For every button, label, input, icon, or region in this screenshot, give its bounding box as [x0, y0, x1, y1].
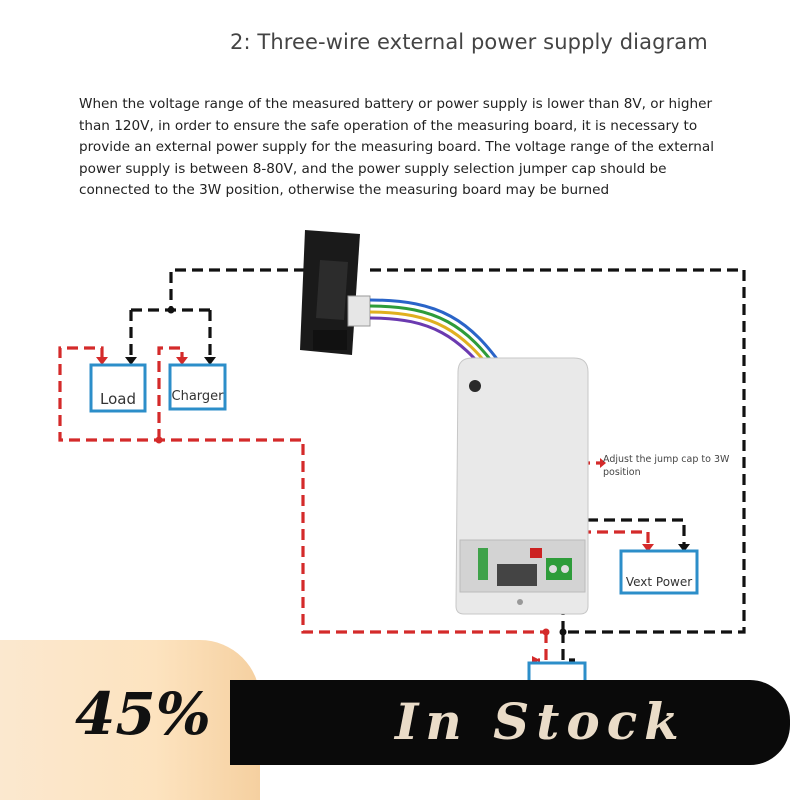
stock-text: In Stock [395, 692, 686, 751]
stock-banner [230, 680, 790, 765]
discount-text: 45% [75, 680, 211, 748]
description-line: than 120V, in order to ensure the safe o… [79, 117, 698, 134]
description-line: When the voltage range of the measured b… [79, 96, 713, 112]
load-box [89, 363, 147, 413]
discount-banner [0, 640, 260, 800]
description-line: power supply is between 8-80V, and the p… [79, 160, 667, 177]
description-line: provide an external power supply for the… [79, 139, 714, 156]
vext-power-box [619, 549, 699, 595]
wire-junctions [155, 306, 567, 636]
description-line: connected to the 3W position, otherwise … [79, 182, 610, 199]
hall-sensor [300, 230, 371, 355]
charger-label: Charger [171, 389, 224, 404]
vext-power-label: Vext Power [625, 575, 693, 589]
load-label: Load [100, 390, 136, 408]
page-title: 2: Three-wire external power supply diag… [230, 30, 708, 54]
jumper-annotation: Adjust the jump cap to 3W position [603, 453, 729, 479]
charger-box [168, 363, 227, 411]
description-text: When the voltage range of the measured b… [79, 94, 739, 202]
annotation-line: Adjust the jump cap to 3W [603, 454, 730, 465]
measuring-board [455, 357, 589, 615]
annotation-line: position [603, 467, 641, 478]
negative-wire [129, 268, 746, 662]
